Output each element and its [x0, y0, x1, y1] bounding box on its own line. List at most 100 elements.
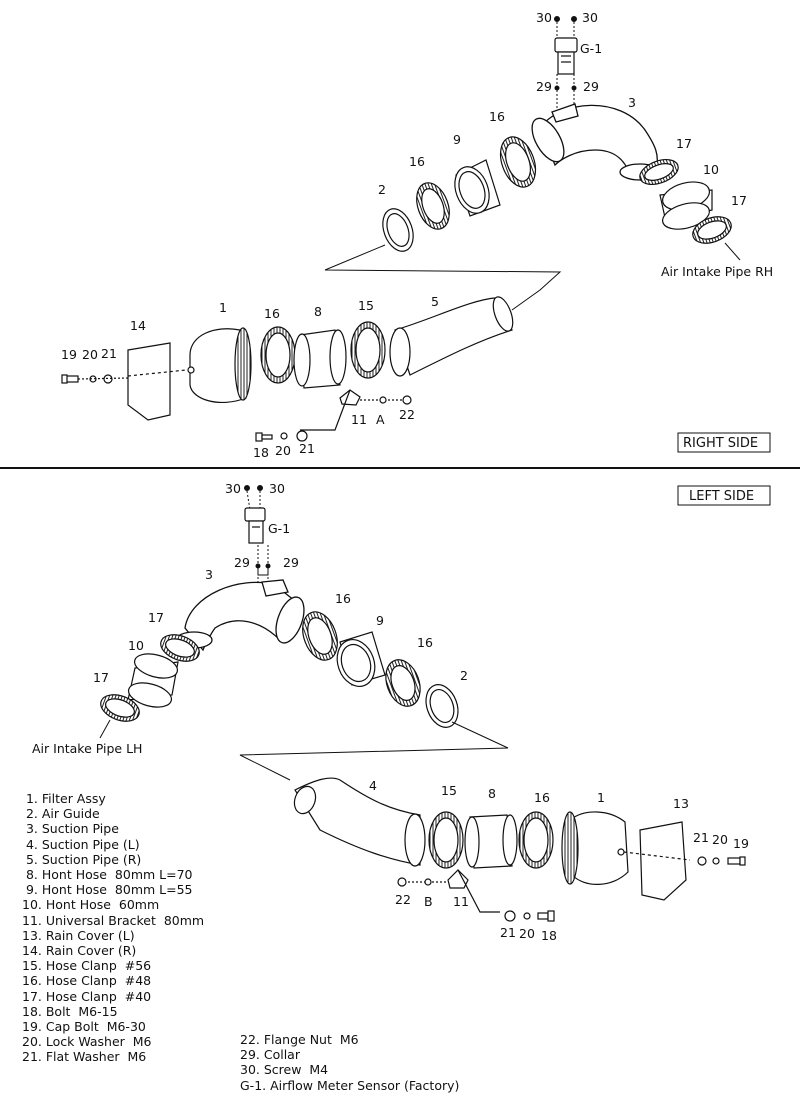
callout: 13: [673, 796, 689, 811]
hose-clamp-17-left-b: [100, 694, 140, 722]
hose-clamp-16-left-a: [302, 611, 338, 661]
callout: 16: [417, 635, 433, 650]
right-side-assembly: [61, 16, 741, 442]
callout: 29: [234, 555, 250, 570]
callout: 17: [676, 136, 692, 151]
callout: 2: [460, 668, 468, 683]
callout-air-intake-pipe-rh: Air Intake Pipe RH: [661, 264, 773, 279]
suction-pipe-5-right: [389, 296, 514, 377]
hose-8-right: [293, 329, 347, 389]
callout: 21: [101, 346, 117, 361]
hose-clamp-15-right: [350, 321, 386, 379]
hose-clamp-16-left-c: [518, 811, 554, 869]
callout: 20: [275, 443, 291, 458]
airflow-sensor-left: [244, 507, 266, 544]
callout: 17: [148, 610, 164, 625]
hose-10-right: [659, 181, 713, 230]
rain-cover-14-right: [127, 342, 187, 421]
right-side-label-box: RIGHT SIDE: [677, 432, 771, 453]
callout-air-intake-pipe-lh: Air Intake Pipe LH: [32, 741, 142, 756]
callout: 3: [205, 567, 213, 582]
callout: 5: [431, 294, 439, 309]
air-guide-2-left: [425, 684, 459, 728]
callout: 19: [61, 347, 77, 362]
callout: 1: [597, 790, 605, 805]
callout: 1: [219, 300, 227, 315]
callout: 10: [128, 638, 144, 653]
hose-9-left: [336, 631, 386, 687]
hose-clamp-16-left-b: [385, 659, 421, 707]
callout: 17: [731, 193, 747, 208]
callout: 22: [395, 892, 411, 907]
callout: 22: [399, 407, 415, 422]
callout: 11: [453, 894, 469, 909]
callout: 29: [536, 79, 552, 94]
suction-pipe-4-left: [293, 777, 426, 867]
callout: 16: [489, 109, 505, 124]
callout: 30: [536, 10, 552, 25]
filter-assy-1-right: [187, 327, 252, 404]
callout: 20: [519, 926, 535, 941]
callout: A: [376, 412, 385, 427]
left-side-callouts: 30 30 G-1 29 29 3 16 9 17 10 16 2 17 Air…: [32, 481, 749, 943]
leader-air-intake-lh: [99, 719, 111, 739]
filter-assy-1-left: [561, 811, 629, 885]
callout: 21: [693, 830, 709, 845]
callout: 19: [733, 836, 749, 851]
universal-bracket-11-right: [300, 389, 412, 431]
callout: 20: [82, 347, 98, 362]
callout: 2: [378, 182, 386, 197]
callout: 14: [130, 318, 146, 333]
screw-30-left: [244, 485, 263, 511]
suction-pipe-3-right: [531, 103, 661, 181]
callout: 16: [264, 306, 280, 321]
callout: 11: [351, 412, 367, 427]
hose-clamp-16-right-a: [499, 136, 537, 188]
hose-8-left: [464, 814, 518, 869]
left-side-label-box: LEFT SIDE: [677, 485, 771, 506]
left-side-assembly: [99, 485, 746, 922]
callout: 16: [534, 790, 550, 805]
callout: 8: [314, 304, 322, 319]
callout: 29: [583, 79, 599, 94]
bolt-19-left: [697, 856, 746, 866]
bolt-18-right: [255, 430, 308, 442]
callout: 30: [225, 481, 241, 496]
callout: 20: [712, 832, 728, 847]
right-side-callouts: 30 30 G-1 29 29 3 16 9 16 2 17 10 17 Air…: [61, 10, 773, 460]
collar-29-left: [255, 545, 271, 585]
callout: 8: [488, 786, 496, 801]
hose-9-right: [454, 159, 501, 217]
airflow-sensor-right: [554, 37, 578, 75]
callout: 10: [703, 162, 719, 177]
callout: 17: [93, 670, 109, 685]
callout: 3: [628, 95, 636, 110]
leader-air-intake-rh: [724, 242, 741, 261]
callout: G-1: [268, 521, 290, 536]
callout: 30: [582, 10, 598, 25]
callout: 16: [409, 154, 425, 169]
assembly-guide-line-right: [324, 244, 562, 311]
callout: 30: [269, 481, 285, 496]
callout: 18: [541, 928, 557, 943]
callout: G-1: [580, 41, 602, 56]
callout: 16: [335, 591, 351, 606]
hose-clamp-16-right-c: [260, 326, 296, 384]
rain-cover-13-left: [623, 821, 691, 901]
right-side-label: RIGHT SIDE: [683, 436, 758, 451]
hose-10-left: [127, 653, 179, 708]
callout: 21: [299, 441, 315, 456]
callout: 18: [253, 445, 269, 460]
air-guide-2-right: [382, 208, 414, 252]
hose-clamp-16-right-b: [416, 182, 450, 230]
hose-clamp-17-right-b: [692, 216, 732, 244]
screw-30-right: [554, 16, 577, 38]
bolt-19-right: [61, 374, 129, 384]
callout: 29: [283, 555, 299, 570]
suction-pipe-3-left: [175, 579, 305, 652]
hose-clamp-17-left-a: [160, 634, 200, 662]
assembly-guide-line-left: [239, 721, 509, 781]
hose-clamp-17-right-a: [639, 159, 679, 185]
callout: 21: [500, 925, 516, 940]
